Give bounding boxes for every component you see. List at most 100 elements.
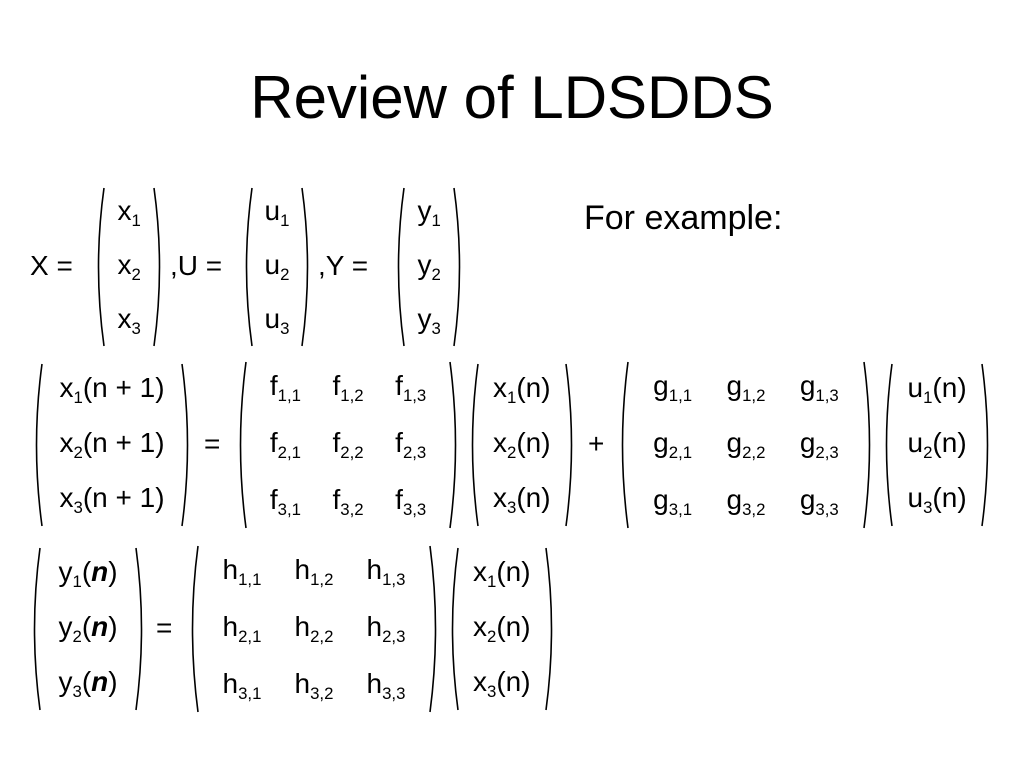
right-paren (981, 363, 989, 527)
left-paren (97, 187, 105, 347)
y-vector-label: ,Y = (318, 252, 368, 280)
vector-entry: u3(n) (907, 482, 967, 518)
g-matrix: g1,1 g1,2 g1,3 g2,1 g2,2 g2,3 g3,1 g3,2 g3,3 (616, 360, 876, 530)
right-paren (181, 363, 189, 527)
bracket-pair (471, 363, 573, 527)
state-equals-sign: = (204, 428, 221, 459)
matrix-entry: h1,1 (222, 554, 262, 590)
matrix-entry: h2,3 (366, 611, 406, 646)
matrix-entry: f1,3 (395, 370, 427, 406)
matrix-entry: f3,3 (395, 483, 427, 519)
output-lhs-vector: y1(n) y2(n) y3(n) (28, 546, 148, 712)
matrix-entry: f2,1 (269, 427, 301, 462)
matrix-entry: g1,3 (799, 370, 839, 406)
right-paren (449, 361, 457, 529)
right-paren (863, 361, 871, 529)
vector-entry: x1 (117, 195, 141, 230)
left-paren (451, 547, 459, 711)
comma: , (170, 250, 178, 281)
matrix-entry: f3,2 (332, 483, 364, 519)
vector-entry: x1(n) (473, 555, 531, 591)
matrix-entry: f2,3 (395, 427, 427, 462)
plus-sign: + (588, 428, 605, 459)
vector-entry: x2(n + 1) (59, 427, 165, 462)
matrix-entry: f2,2 (332, 427, 364, 462)
bracket-pair (397, 187, 461, 347)
bracket-pair (245, 187, 309, 347)
vector-entry: y1(n) (58, 555, 118, 591)
matrix-entry: f3,1 (269, 483, 301, 519)
left-paren (885, 363, 893, 527)
left-paren (33, 547, 41, 711)
vector-entry: x1(n + 1) (59, 371, 165, 407)
vector-entry: u1(n) (907, 371, 967, 407)
left-paren (471, 363, 479, 527)
example-label: For example: (584, 199, 783, 237)
state-x-vector: x1(n)x2(n)x3(n) (466, 362, 578, 528)
vector-entry: x2 (117, 249, 141, 284)
right-paren (565, 363, 573, 527)
left-paren (35, 363, 43, 527)
equals-sign: = (351, 250, 369, 281)
matrix-entry: h1,3 (366, 554, 406, 590)
left-paren (621, 361, 629, 529)
y-symbol: Y (325, 250, 344, 281)
vector-entry: x2(n) (473, 611, 531, 646)
matrix-entry: g1,1 (653, 370, 693, 406)
vector-entry: y3(n) (58, 666, 118, 702)
vector-entry: y2(n) (58, 611, 118, 646)
vector-entry: x3(n + 1) (59, 482, 165, 518)
h-matrix: h1,1 h1,2 h1,3 h2,1 h2,2 h2,3 h3,1 h3,2 h3,3 (186, 544, 442, 714)
matrix-entry: g1,2 (726, 370, 766, 406)
vector-entry: y3 (417, 303, 441, 338)
bracket-pair (35, 363, 189, 527)
right-paren (545, 547, 553, 711)
matrix-entry: h3,3 (366, 667, 406, 703)
bracket-pair (239, 361, 457, 529)
matrix-entry: g3,3 (799, 483, 839, 519)
x-symbol: X (30, 250, 49, 281)
x-definition-vector: x1 x2 x3 (92, 186, 166, 348)
vector-entry: x1(n) (493, 371, 551, 407)
bracket-pair (621, 361, 871, 529)
matrix-entry: f1,1 (269, 370, 301, 406)
bracket-pair (191, 545, 437, 713)
equals-sign: = (205, 250, 223, 281)
x-vector-label: X = (30, 252, 73, 280)
f-matrix: f1,1 f1,2 f1,3 f2,1 f2,2 f2,3 f3,1 f3,2 f3,3 (234, 360, 462, 530)
vector-entry: x3 (117, 303, 141, 338)
matrix-entry: g3,2 (726, 483, 766, 519)
matrix-entry: f1,2 (332, 370, 364, 406)
right-paren (153, 187, 161, 347)
vector-entry: u3 (264, 303, 290, 338)
matrix-entry: h3,2 (294, 667, 334, 703)
vector-entry: x2(n) (493, 427, 551, 462)
matrix-entry: g2,3 (799, 427, 839, 462)
left-paren (245, 187, 253, 347)
left-paren (191, 545, 199, 713)
matrix-entry: h2,1 (222, 611, 262, 646)
bracket-pair (33, 547, 143, 711)
bracket-pair (885, 363, 989, 527)
matrix-entry: g3,1 (653, 483, 693, 519)
right-paren (135, 547, 143, 711)
vector-entry: u1 (264, 195, 290, 230)
matrix-entry: h2,2 (294, 611, 334, 646)
vector-entry: y2 (417, 249, 441, 284)
state-lhs-vector: x1(n + 1) x2(n + 1) x3(n + 1) (30, 362, 194, 528)
u-symbol: U (177, 250, 199, 281)
matrix-entry: h1,2 (294, 554, 334, 590)
u-vector-label: ,U = (170, 252, 222, 280)
y-definition-vector: y1 y2 y3 (392, 186, 466, 348)
right-paren (429, 545, 437, 713)
matrix-entry: h3,1 (222, 667, 262, 703)
right-paren (453, 187, 461, 347)
vector-entry: y1 (417, 195, 441, 230)
bracket-pair (451, 547, 553, 711)
matrix-entry: g2,1 (653, 427, 693, 462)
right-paren (301, 187, 309, 347)
matrix-entry: g2,2 (726, 427, 766, 462)
u-input-vector: u1(n) u2(n) u3(n) (880, 362, 994, 528)
vector-entry: u2(n) (907, 427, 967, 462)
